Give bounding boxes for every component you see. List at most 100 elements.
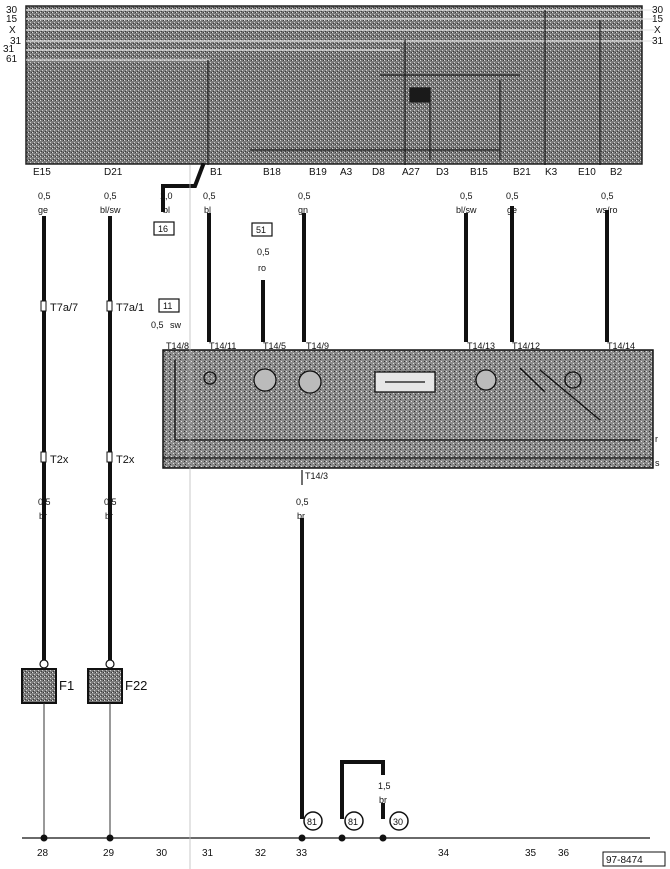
wire-color: sw <box>170 320 182 330</box>
rail-label: 30 <box>652 5 664 16</box>
wire-ground-loop <box>340 760 385 819</box>
fuse-ground-leads <box>43 703 111 837</box>
svg-text:30: 30 <box>393 817 403 827</box>
pin-label: T14/3 <box>305 471 328 481</box>
wire-color: bl <box>163 205 170 215</box>
pin-label: T14/11 <box>209 341 236 351</box>
wire-size: 1,5 <box>378 781 391 791</box>
pin-label: T14/9 <box>306 341 329 351</box>
svg-text:T2x: T2x <box>116 454 135 466</box>
pin-label: T14/8 <box>166 341 189 351</box>
connector-label: A3 <box>340 167 353 178</box>
wire-labels-lower: 0,5 br 0,5 br 0,5 br 1,5 br <box>38 497 391 805</box>
reference-box-51: 51 <box>251 222 273 237</box>
central-electrics-panel <box>25 5 643 165</box>
wire-color: ge <box>38 205 48 215</box>
wire-size: 0,5 <box>104 191 117 201</box>
wire-labels-top: 0,5 ge 0,5 bl/sw 1,0 bl 0,5 bl 0,5 gn 0,… <box>38 191 618 215</box>
pin-label: T14/5 <box>263 341 286 351</box>
supply-rails <box>26 9 655 61</box>
connector-t2x: T2x T2x <box>40 451 135 466</box>
connector-label: E15 <box>33 167 51 178</box>
rail-labels-right: 30 15 X 31 <box>652 5 664 47</box>
reference-box-16: 16 <box>153 221 175 236</box>
instrument-cluster-module <box>162 349 654 469</box>
svg-text:T7a/7: T7a/7 <box>50 302 78 314</box>
wire-size: 0,5 <box>460 191 473 201</box>
wire-size: 1,0 <box>160 191 173 201</box>
module-internals <box>163 360 653 459</box>
wire-size: 0,5 <box>203 191 216 201</box>
ground-bus-junctions <box>40 834 387 842</box>
ground-point-30: 30 <box>389 811 409 831</box>
wire-size: 0,5 <box>298 191 311 201</box>
wire-size: 0,5 <box>601 191 614 201</box>
rail-label: X <box>9 25 16 36</box>
fuse-f22: F22 <box>87 659 147 704</box>
rail-labels-left: 30 15 X 31 31 61 <box>3 5 22 65</box>
svg-text:81: 81 <box>307 817 317 827</box>
grid-number: 30 <box>156 848 168 859</box>
ground-point-81a: 81 <box>303 811 323 831</box>
wire-color: bl <box>204 205 211 215</box>
svg-text:81: 81 <box>348 817 358 827</box>
connector-label: D3 <box>436 167 449 178</box>
svg-text:T7a/1: T7a/1 <box>116 302 144 314</box>
svg-text:T2x: T2x <box>50 454 69 466</box>
connector-label: B21 <box>513 167 531 178</box>
grid-number: 29 <box>103 848 115 859</box>
pin-label: T14/13 <box>467 341 495 351</box>
reference-code: 97-8474 <box>602 851 666 867</box>
rail-label: 15 <box>652 14 664 25</box>
wire-color: br <box>379 795 387 805</box>
wire-size: 0,5 <box>506 191 519 201</box>
grid-number: 28 <box>37 848 49 859</box>
module-side-label: r <box>655 434 658 444</box>
connector-label: B19 <box>309 167 327 178</box>
rail-label: X <box>654 25 661 36</box>
wire-color: ws/ro <box>595 205 618 215</box>
wire-size: 0,5 <box>38 191 51 201</box>
pin-label: T14/12 <box>512 341 540 351</box>
rail-label: 61 <box>6 54 18 65</box>
connector-label: K3 <box>545 167 558 178</box>
rail-label: 31 <box>652 36 664 47</box>
wire-color: ge <box>507 205 517 215</box>
wire-color: br <box>39 511 47 521</box>
connector-label: A27 <box>402 167 420 178</box>
module-side-label: s <box>655 458 660 468</box>
rail-label: 15 <box>6 14 18 25</box>
connector-label: B1 <box>210 167 223 178</box>
wire-b1-jog <box>161 162 206 212</box>
rail-label: 30 <box>6 5 18 16</box>
bottom-grid-numbers: 28 29 30 31 32 33 34 35 36 <box>37 848 570 859</box>
connector-label: D8 <box>372 167 385 178</box>
wire-color: br <box>297 511 305 521</box>
wire-bundle <box>42 162 609 819</box>
ground-point-81b: 81 <box>344 811 364 831</box>
panel-internal-traces <box>207 10 601 165</box>
t14-pin-labels: T14/8 T14/11 T14/5 T14/9 T14/13 T14/12 T… <box>166 341 635 481</box>
wire-color: bl/sw <box>100 205 121 215</box>
wire-size: 0,5 <box>38 497 51 507</box>
connector-label: B2 <box>610 167 623 178</box>
wire-color: gn <box>298 205 308 215</box>
grid-number: 33 <box>296 848 308 859</box>
rail-label: 31 <box>10 36 22 47</box>
svg-text:F1: F1 <box>59 678 74 693</box>
pin-label: T14/14 <box>607 341 635 351</box>
svg-text:11: 11 <box>163 301 172 311</box>
wire-color: bl/sw <box>456 205 477 215</box>
fuse-f1: F1 <box>21 659 74 704</box>
svg-text:16: 16 <box>158 224 168 234</box>
connector-label: B18 <box>263 167 281 178</box>
wire-color: br <box>105 511 113 521</box>
wire-size: 0,5 <box>296 497 309 507</box>
wire-size: 0,5 <box>104 497 117 507</box>
grid-number: 35 <box>525 848 537 859</box>
grid-number: 36 <box>558 848 570 859</box>
connector-label: D21 <box>104 167 123 178</box>
grid-number: 31 <box>202 848 214 859</box>
grid-number: 32 <box>255 848 267 859</box>
